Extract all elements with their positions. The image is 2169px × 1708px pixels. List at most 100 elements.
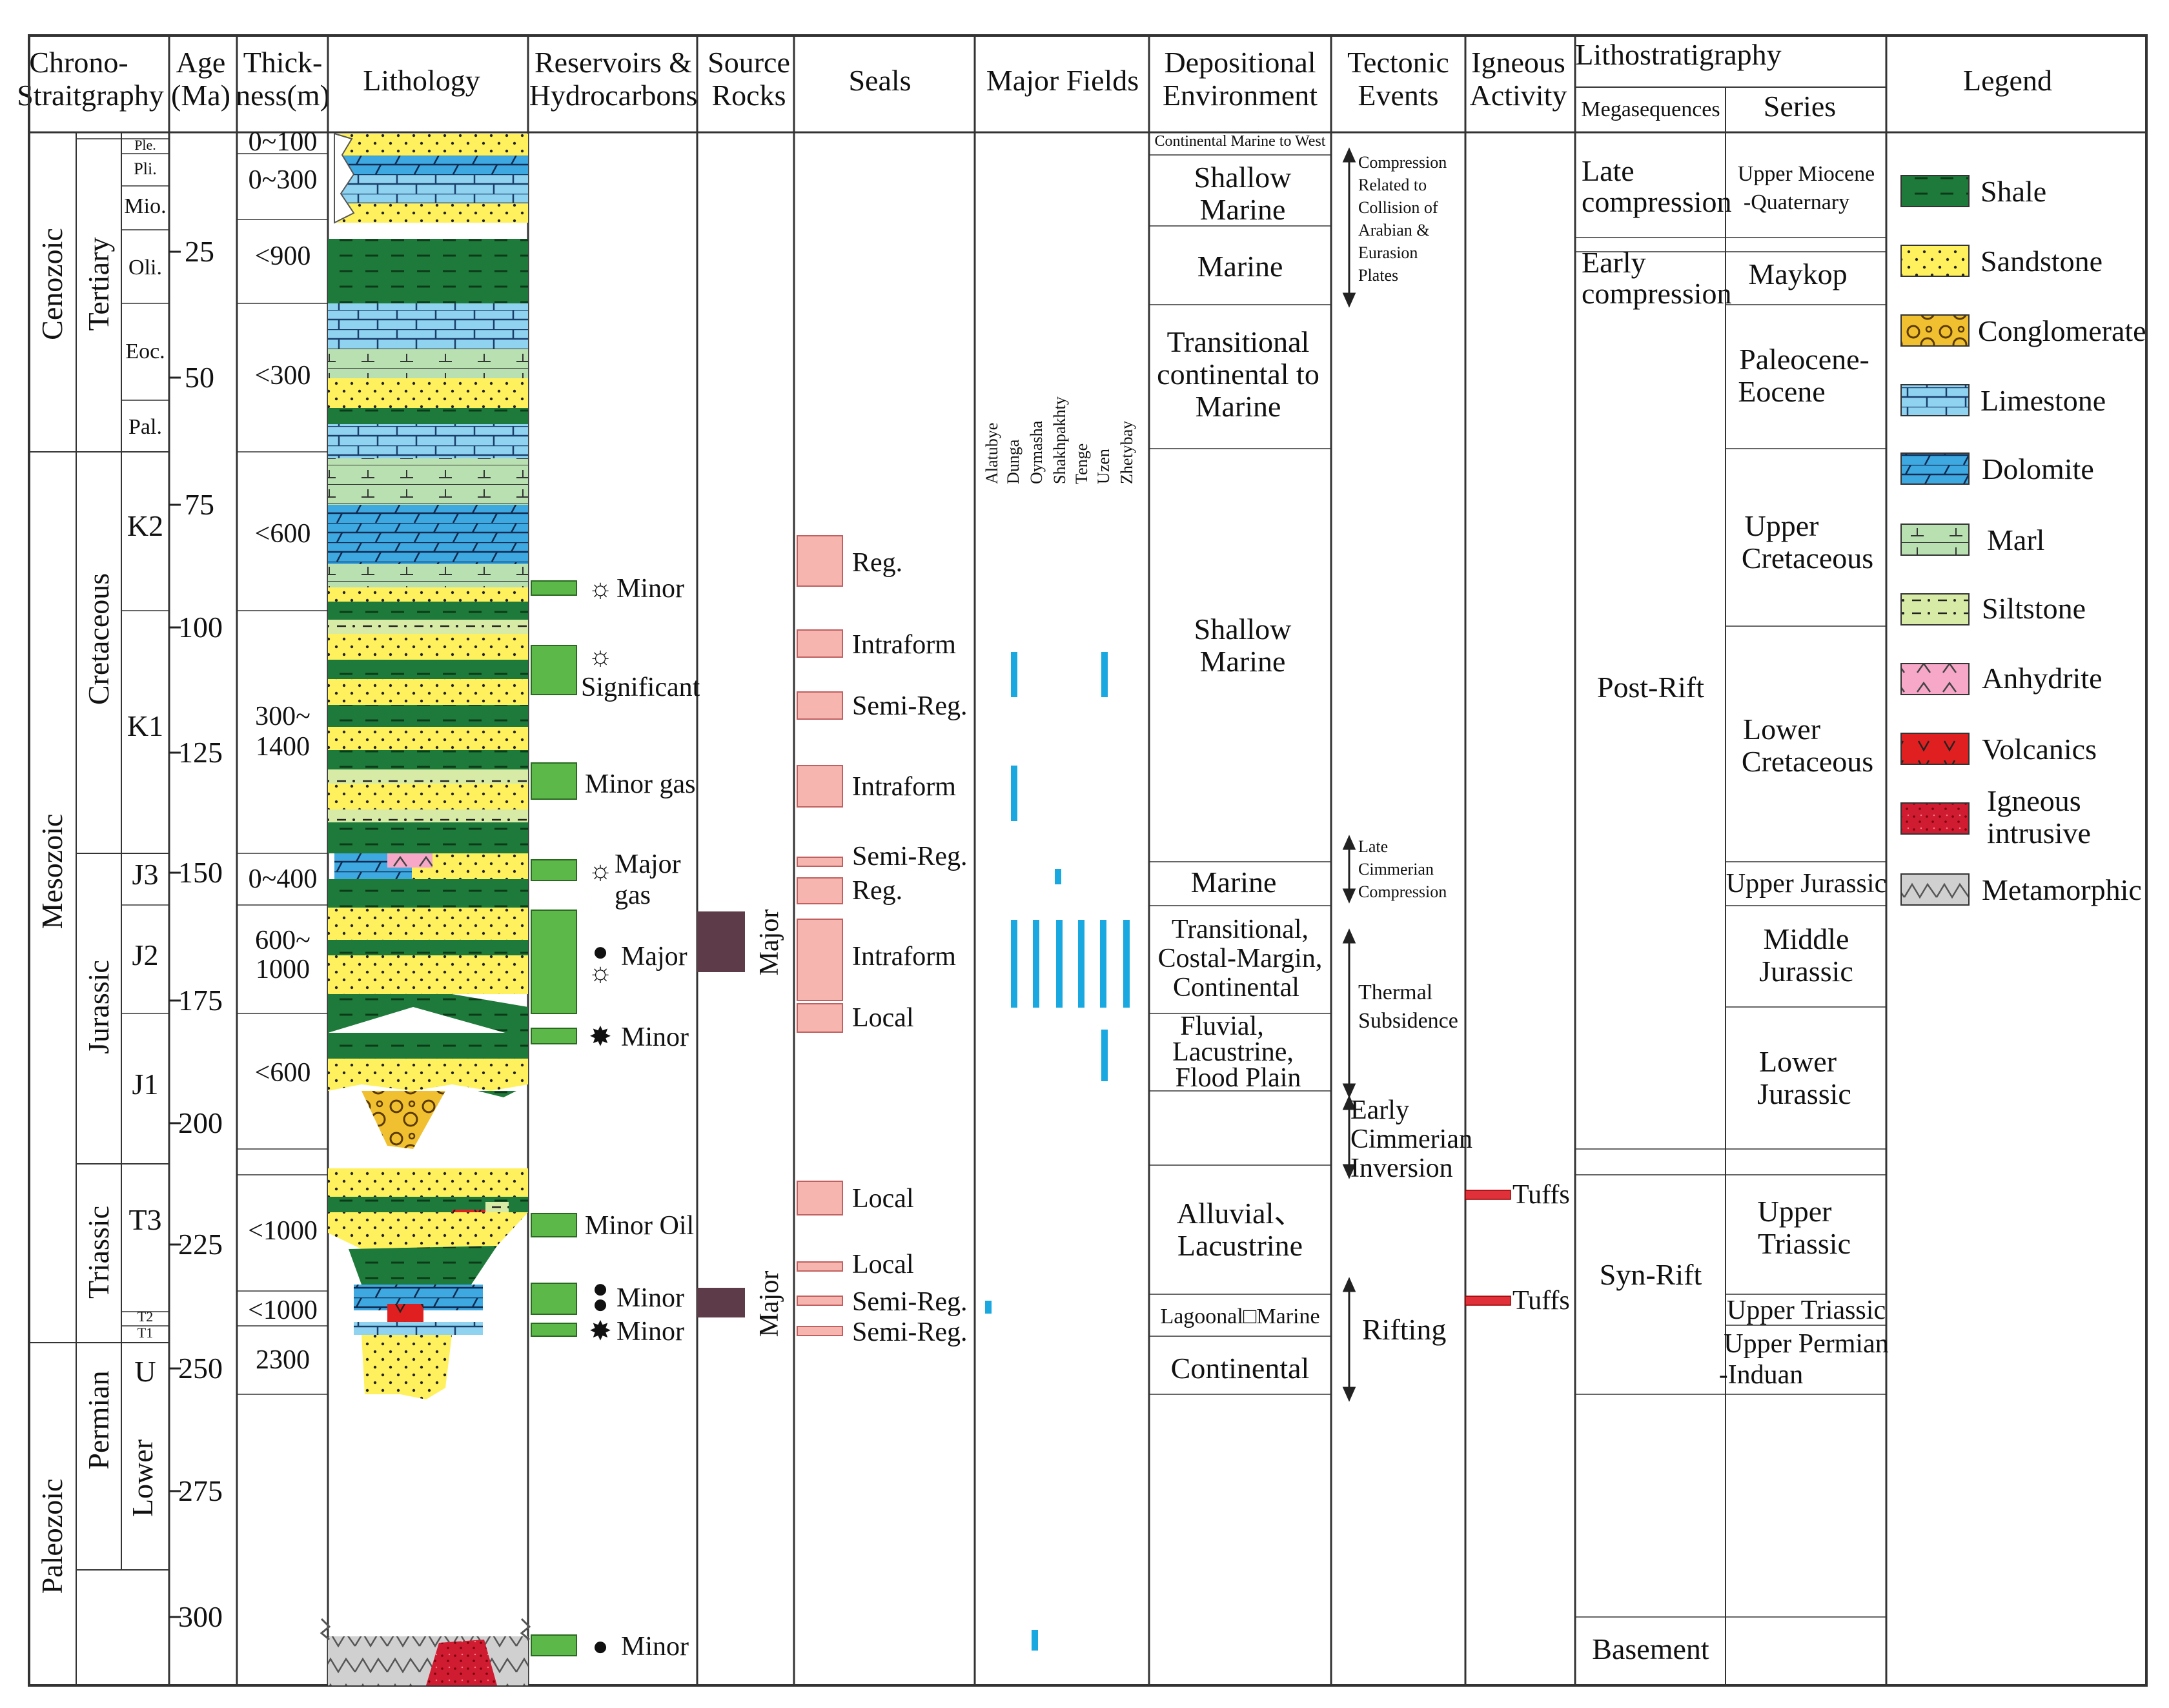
legend-swatch-marl — [1900, 524, 1970, 556]
series-10a: Upper Permian — [1724, 1329, 1888, 1359]
megaseq-3: Syn-Rift — [1600, 1258, 1702, 1291]
thickness-10: <600 — [255, 1058, 311, 1088]
reservoir-bar-1 — [531, 645, 577, 695]
reservoir-symbol-4: ● — [592, 937, 608, 967]
litho-shale-t3b — [349, 1246, 497, 1285]
reservoir-label-3: Major — [615, 849, 681, 879]
litho-sand-top — [334, 134, 528, 156]
header-depo-1: Depositional — [1164, 46, 1316, 79]
field-name-0: Alatubye — [983, 423, 1001, 484]
epoch-t2: T2 — [137, 1308, 153, 1325]
megaseq-2: Post-Rift — [1597, 671, 1704, 704]
litho-sand-mio — [334, 203, 528, 223]
litho-ign-base — [426, 1640, 497, 1685]
thickness-1: 0~300 — [249, 165, 318, 195]
series-4b: Cretaceous — [1742, 745, 1873, 778]
legend-label-lime: Limestone — [1981, 384, 2106, 417]
major-fields-column: Alatubye Dunga Oymasha Shakhpakhty Tenge… — [983, 396, 1136, 1651]
megasequence-column: Late compression Early compression Post-… — [1582, 154, 1732, 1665]
reservoir-symbol-7b: ● — [592, 1290, 608, 1319]
field-name-2: Oymasha — [1027, 420, 1046, 484]
reservoir-label-1: Significant — [581, 673, 700, 702]
epoch-j2: J2 — [132, 939, 159, 971]
epoch-pal: Pal. — [128, 415, 162, 439]
thickness-8: 600~ — [255, 926, 311, 955]
series-4a: Lower — [1743, 713, 1820, 746]
thickness-12: <1000 — [248, 1296, 318, 1325]
depo-1b: Marine — [1200, 193, 1286, 226]
series-7a: Lower — [1759, 1045, 1837, 1078]
litho-volc-t2 — [387, 1304, 423, 1322]
epoch-lower: Lower — [126, 1439, 159, 1517]
litho-sand-j2a — [328, 908, 528, 940]
thickness-7: 0~400 — [249, 864, 318, 894]
legend-swatch-shale — [1900, 175, 1970, 207]
age-axis: 25 50 75 100 125 150 175 200 225 250 275… — [169, 235, 223, 1633]
field-bar-uzen-j2 — [1123, 920, 1130, 1008]
seal-bar-2 — [797, 691, 843, 720]
seal-bar-10 — [797, 1296, 843, 1306]
litho-lime-pal — [328, 424, 528, 458]
series-1: Maykop — [1748, 258, 1847, 290]
litho-marl-eoc — [328, 349, 528, 378]
legend-swatch-volc — [1900, 733, 1970, 765]
reservoir-bar-3 — [531, 859, 577, 881]
age-175: 175 — [178, 984, 223, 1017]
seal-bar-7 — [797, 1003, 843, 1033]
litho-shale-k1d — [328, 750, 528, 769]
age-300: 300 — [178, 1600, 223, 1633]
legend-label-silt: Siltstone — [1982, 592, 2086, 625]
litho-sand-t3a — [328, 1168, 528, 1197]
reservoir-label-8: Minor — [616, 1317, 684, 1347]
age-225: 225 — [178, 1228, 223, 1261]
seal-label-9: Local — [852, 1250, 914, 1279]
legend-label-sand: Sandstone — [1981, 245, 2103, 278]
reservoir-bar-0 — [531, 580, 577, 596]
legend-swatch-ign — [1900, 802, 1970, 835]
litho-sand-perm — [362, 1335, 452, 1399]
header-thickness-1: Thick- — [243, 46, 323, 79]
depo-0: Continental Marine to West — [1155, 133, 1326, 150]
litho-sand-k1d — [328, 727, 528, 750]
litho-shale-k1b — [328, 660, 528, 679]
litho-sand-t3b — [328, 1212, 528, 1249]
depo-3a: Transitional — [1167, 325, 1310, 358]
reservoir-symbol-8: ✸ — [589, 1317, 611, 1347]
depo-3b: continental to — [1157, 358, 1319, 391]
seal-bar-0 — [797, 535, 843, 587]
reservoir-bar-8 — [531, 1323, 577, 1337]
depo-6c: Continental — [1173, 973, 1299, 1002]
depo-3c: Marine — [1196, 390, 1281, 423]
reservoir-bar-4 — [531, 910, 577, 1014]
depo-7c: Flood Plain — [1176, 1063, 1301, 1093]
tectonic-0a: Compression — [1358, 153, 1447, 172]
tectonic-column: Compression Related to Collision of Arab… — [1342, 147, 1472, 1402]
series-7b: Jurassic — [1757, 1077, 1851, 1110]
header-legend: Legend — [1963, 64, 2052, 97]
header-depo-2: Environment — [1163, 79, 1318, 112]
field-name-6: Zhetybay — [1117, 421, 1136, 484]
header-chrono-2: Straitgraphy — [17, 79, 163, 112]
field-bar-tenge-j2 — [1100, 920, 1106, 1008]
field-bar-dunga-base — [1032, 1630, 1038, 1651]
reservoir-symbol-5: ✸ — [589, 1022, 611, 1052]
series-2b: Eocene — [1738, 375, 1825, 408]
header-litho-strat: Lithostratigraphy — [1575, 38, 1781, 71]
age-250: 250 — [178, 1352, 223, 1385]
series-8a: Upper — [1758, 1195, 1832, 1228]
reservoir-bar-2 — [531, 762, 577, 800]
reservoir-bar-5 — [531, 1028, 577, 1044]
source-rock-label-1: Major — [755, 1271, 784, 1337]
seal-bar-8 — [797, 1181, 843, 1215]
table-header: Chrono- Straitgraphy Age (Ma) Thick- nes… — [17, 38, 2052, 123]
tectonic-3a: Early — [1350, 1095, 1409, 1125]
litho-shale-wedge — [328, 994, 528, 1039]
period-permian: Permian — [82, 1370, 115, 1469]
litho-shale-j3 — [328, 879, 528, 908]
epoch-j3: J3 — [132, 858, 159, 891]
epoch-pli: Pli. — [134, 159, 156, 178]
tectonic-0d: Arabian & — [1358, 221, 1429, 239]
tectonic-4: Rifting — [1362, 1313, 1446, 1346]
era-cenozoic: Cenozoic — [36, 228, 68, 340]
depo-9: Lagoonal□Marine — [1160, 1305, 1319, 1328]
